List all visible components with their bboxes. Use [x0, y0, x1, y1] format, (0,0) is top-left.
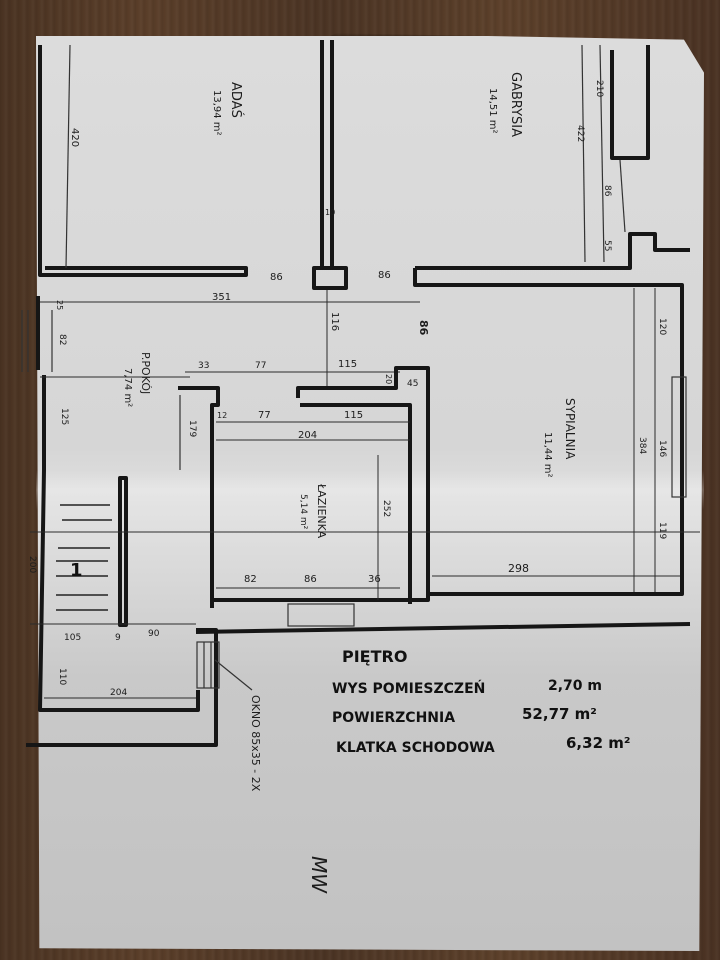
- summary-area-label: POWIERZCHNIA: [332, 710, 455, 726]
- dim-bath-252: 252: [381, 500, 391, 517]
- dim-adas-height: 420: [69, 128, 80, 147]
- paper-sheet: [36, 36, 704, 951]
- room-sypialnia: 120 384 146 119 298 SYPIALNIA 11,44 m²: [430, 283, 687, 596]
- dim-pokoj-179: 179: [187, 420, 197, 437]
- dim-gabrysia-86: 86: [602, 185, 612, 197]
- dim-corridor-351: 351: [212, 292, 231, 303]
- summary-height-value: 2,70 m: [548, 678, 602, 694]
- dim-hall-77: 77: [255, 361, 266, 371]
- dim-pokoj-25: 25: [55, 300, 64, 310]
- dim-pokoj-82: 82: [57, 334, 67, 345]
- summary-stair-label: KLATKA SCHODOWA: [336, 740, 495, 756]
- dim-bath-204: 204: [298, 430, 317, 441]
- summary-block: PIĘTRO WYS POMIESZCZEŃ 2,70 m POWIERZCHN…: [332, 647, 630, 756]
- dim-hall-20: 20: [384, 374, 393, 384]
- room-name-pokoj: P.POKÓJ: [139, 352, 152, 394]
- staircase: 1 200 105 9 90 110 204: [26, 469, 700, 747]
- paper-fold: [36, 470, 704, 510]
- dim-stair-9: 9: [115, 633, 121, 643]
- dim-hall-45: 45: [407, 379, 418, 389]
- dim-door-left: 86: [270, 272, 283, 283]
- dim-wall-10: 10: [325, 208, 335, 217]
- dim-bed-384: 384: [637, 437, 647, 454]
- stair-number: 1: [70, 560, 83, 581]
- summary-title: PIĘTRO: [342, 647, 407, 666]
- dim-stair-110: 110: [57, 668, 67, 685]
- room-name-lazienka: ŁAZIENKA: [315, 483, 328, 539]
- summary-height-label: WYS POMIESZCZEŃ: [332, 679, 485, 697]
- dim-gabrysia-55: 55: [602, 240, 612, 251]
- dim-corridor-86: 86: [417, 320, 430, 336]
- room-name-adas: ADAŚ: [228, 82, 244, 118]
- dim-bath-86: 86: [304, 574, 317, 585]
- dim-bed-119: 119: [657, 522, 667, 539]
- room-gabrysia: 210 422 86 55 GABRYSIA 14,51 m²: [413, 44, 690, 287]
- room-area-adas: 13,94 m²: [211, 90, 222, 136]
- room-name-gabrysia: GABRYSIA: [508, 72, 523, 137]
- dim-pokoj-125: 125: [59, 408, 69, 425]
- window-note: OKNO 85x35 - 2X: [249, 695, 262, 792]
- dim-bed-146: 146: [657, 440, 667, 457]
- dim-bed-298: 298: [508, 562, 529, 575]
- dim-bath-82: 82: [244, 574, 257, 585]
- dim-stair-200: 200: [27, 556, 37, 573]
- room-name-sypialnia: SYPIALNIA: [563, 398, 577, 460]
- dim-bath-77: 77: [258, 410, 271, 421]
- dim-hall-115: 115: [338, 359, 357, 370]
- room-lazienka: 12 77 115 204 252 82 86 36 ŁAZIENKA 5,14…: [214, 366, 430, 627]
- room-area-lazienka: 5,14 m²: [298, 494, 308, 530]
- dim-bath-115: 115: [344, 410, 363, 421]
- summary-area-value: 52,77 m²: [522, 705, 597, 723]
- dim-stair-105: 105: [64, 633, 81, 643]
- dim-corridor-116: 116: [329, 312, 340, 331]
- room-pokoj: 25 82 125 P.POKÓJ 7,74 m² 179: [21, 296, 220, 608]
- signature: MW: [307, 856, 331, 894]
- dim-bath-12: 12: [217, 411, 227, 420]
- room-adas: 420 ADAŚ 13,94 m²: [38, 44, 248, 277]
- dim-bath-36: 36: [368, 574, 381, 585]
- dim-gabrysia-210: 210: [594, 80, 604, 97]
- dim-door-right: 86: [378, 270, 391, 281]
- dim-gabrysia-422: 422: [575, 125, 585, 142]
- room-area-gabrysia: 14,51 m²: [487, 88, 498, 134]
- dim-stair-204: 204: [110, 688, 127, 698]
- dim-hall-33: 33: [198, 361, 209, 371]
- summary-stair-value: 6,32 m²: [566, 734, 630, 752]
- wall-center: [320, 40, 334, 268]
- room-area-pokoj: 7,74 m²: [122, 368, 133, 407]
- dim-stair-90: 90: [148, 629, 160, 639]
- dim-bed-120: 120: [657, 318, 667, 335]
- column-center: [312, 266, 348, 290]
- room-area-sypialnia: 11,44 m²: [542, 432, 553, 478]
